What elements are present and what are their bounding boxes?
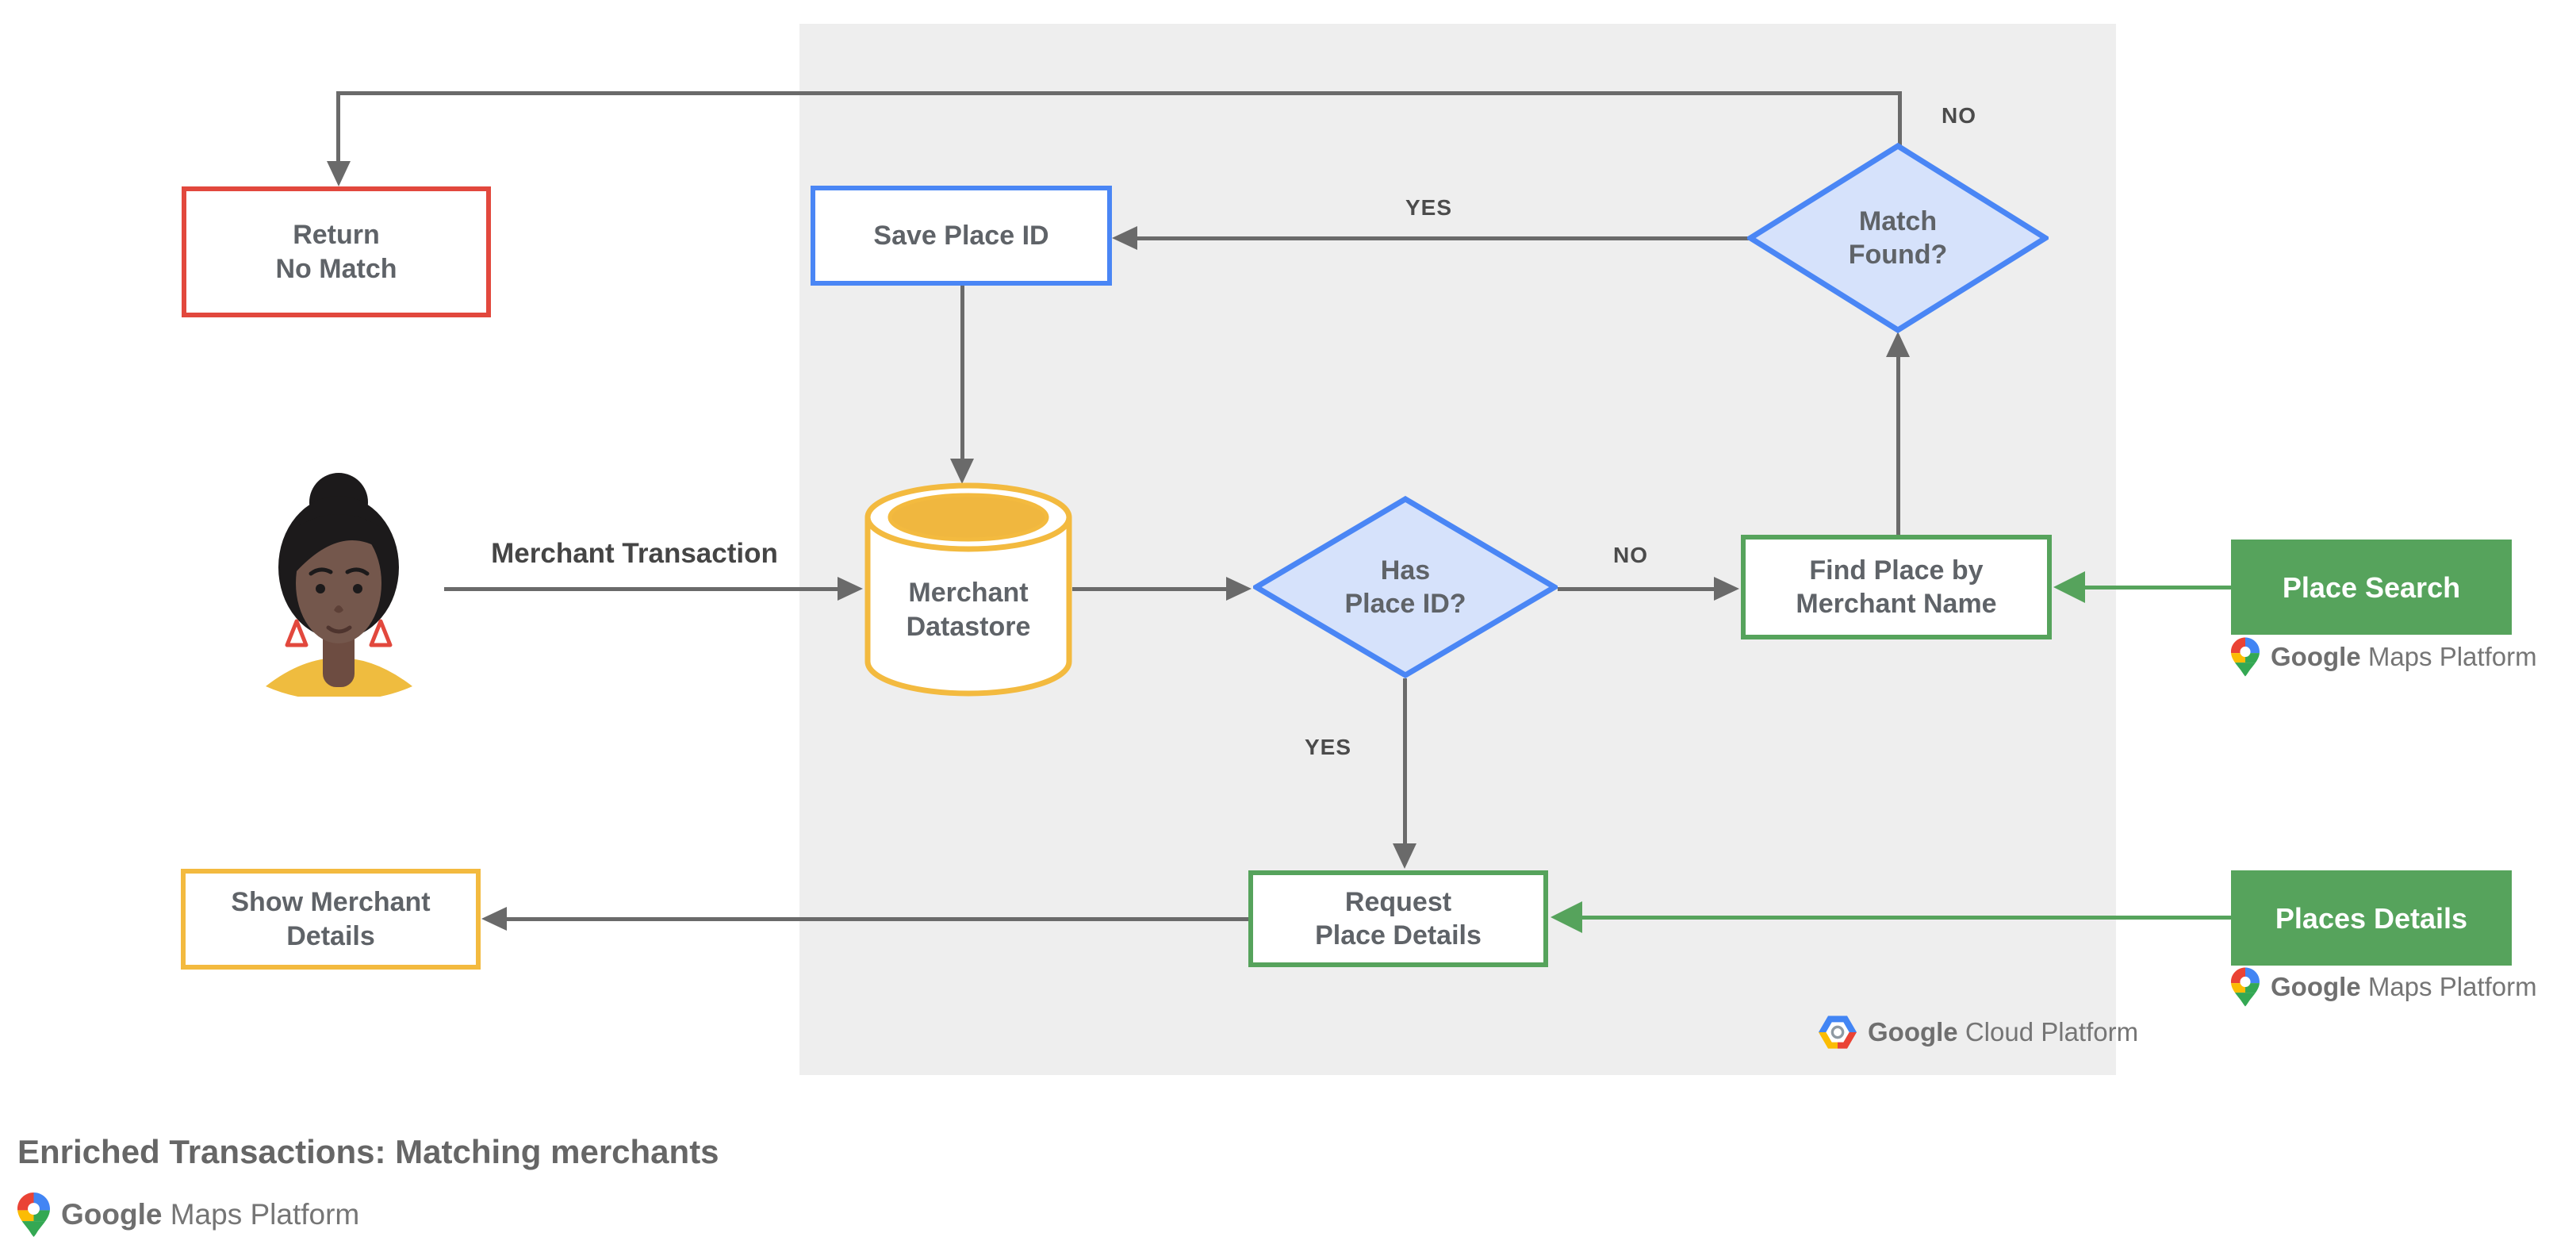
node-has-place-id-decision: Has Place ID?	[1253, 496, 1558, 678]
arrowhead-into-matchfound	[1886, 332, 1910, 357]
edge-no-top-right-vertical	[1898, 91, 1902, 145]
gcp-rest-words: Cloud Platform	[1965, 1017, 2139, 1047]
node-has-place-id-label: Has Place ID?	[1344, 555, 1466, 620]
node-merchant-datastore-label: Merchant Datastore	[906, 578, 1031, 642]
edge-findplace-to-matchfound	[1896, 355, 1900, 536]
label-yes-top: YES	[1405, 195, 1453, 220]
gmp-rest-words: Maps Platform	[2367, 642, 2537, 671]
arrowhead-into-show-merchant	[481, 907, 507, 931]
gmp-google-word: Google	[2271, 972, 2361, 1001]
gmp-logo-text: Google Maps Platform	[61, 1198, 359, 1231]
database-cylinder-icon	[864, 482, 1072, 697]
label-no-top: NO	[1942, 103, 1976, 128]
node-match-found-decision: Match Found?	[1747, 143, 2049, 333]
edge-request-to-show	[507, 917, 1248, 921]
gcp-google-word: Google	[1868, 1017, 1958, 1047]
page-title: Enriched Transactions: Matching merchant…	[17, 1133, 719, 1170]
node-return-no-match-label: Return No Match	[275, 220, 397, 284]
node-save-place-id: Save Place ID	[811, 186, 1112, 286]
edge-yes-top	[1134, 236, 1749, 240]
node-show-merchant-details: Show Merchant Details	[181, 869, 481, 970]
edge-placesearch-to-findplace	[2080, 586, 2233, 590]
google-maps-pin-icon	[2231, 967, 2260, 1007]
edge-yes-mid	[1403, 678, 1407, 847]
arrowhead-into-datastore	[950, 459, 974, 484]
node-show-merchant-details-label: Show Merchant Details	[231, 887, 431, 951]
gmp-google-word: Google	[2271, 642, 2361, 671]
node-request-place-details-label: Request Place Details	[1315, 886, 1482, 951]
edge-merchant-transaction	[444, 587, 841, 591]
edge-no-mid	[1558, 587, 1716, 591]
node-place-search-api: Place Search	[2231, 540, 2512, 635]
green-arrowhead-into-findplace	[2053, 571, 2085, 603]
arrowhead-into-datastore-left	[838, 577, 863, 601]
gmp-logo-text: Google Maps Platform	[2271, 642, 2537, 672]
person-avatar	[262, 470, 416, 701]
edge-no-top-horizontal	[336, 91, 1902, 95]
arrowhead-into-return-no-match	[327, 161, 351, 186]
gmp-logo-footer: Google Maps Platform	[17, 1192, 359, 1238]
label-yes-mid: YES	[1305, 735, 1352, 759]
edge-datastore-to-hasplaceid	[1072, 587, 1229, 591]
gmp-rest-words: Maps Platform	[2367, 972, 2537, 1001]
node-return-no-match: Return No Match	[182, 186, 491, 317]
edge-placesdetails-to-request	[1579, 916, 2233, 920]
diamond-shape-icon	[1253, 496, 1558, 678]
google-maps-pin-icon	[2231, 637, 2260, 677]
gcp-logo: Google Cloud Platform	[1819, 1014, 2138, 1050]
arrowhead-into-hasplaceid	[1226, 577, 1252, 601]
arrowhead-into-request	[1393, 843, 1416, 869]
node-save-place-id-label: Save Place ID	[873, 220, 1049, 251]
gmp-logo-places-details: Google Maps Platform	[2231, 966, 2537, 1008]
node-places-details-api: Places Details	[2231, 870, 2512, 966]
node-find-place-label: Find Place by Merchant Name	[1796, 555, 1997, 620]
edge-save-to-datastore	[960, 286, 964, 462]
gmp-logo-place-search: Google Maps Platform	[2231, 636, 2537, 678]
diamond-shape-icon	[1747, 143, 2049, 333]
label-no-mid: NO	[1613, 543, 1648, 567]
gmp-logo-text: Google Maps Platform	[2271, 972, 2537, 1002]
gmp-rest-words: Maps Platform	[170, 1198, 360, 1231]
node-match-found-label: Match Found?	[1848, 205, 1948, 271]
person-avatar-icon	[266, 473, 412, 701]
google-maps-pin-icon	[17, 1192, 50, 1237]
label-merchant-transaction: Merchant Transaction	[491, 538, 778, 569]
edge-no-top-left-vertical	[336, 91, 340, 167]
node-find-place-by-merchant-name: Find Place by Merchant Name	[1741, 535, 2052, 639]
gcp-logo-text: Google Cloud Platform	[1868, 1017, 2138, 1047]
node-place-search-label: Place Search	[2282, 570, 2461, 604]
node-request-place-details: Request Place Details	[1248, 870, 1548, 967]
node-merchant-datastore: Merchant Datastore	[864, 481, 1072, 698]
gmp-google-word: Google	[61, 1198, 163, 1231]
google-cloud-hexagon-icon	[1819, 1016, 1857, 1049]
arrowhead-into-findplace	[1714, 577, 1739, 601]
node-places-details-label: Places Details	[2275, 901, 2468, 935]
arrowhead-into-save-place-id	[1112, 226, 1137, 250]
green-arrowhead-into-request	[1551, 901, 1582, 933]
